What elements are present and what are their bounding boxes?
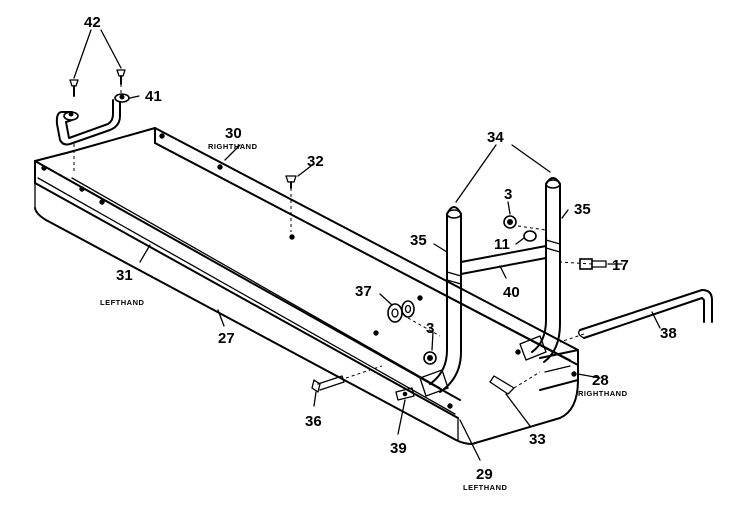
callout-labels: 42 41 30 RIGHTHAND 32 34 3 35 35 11 17 4… (84, 14, 677, 492)
callout-32: 32 (307, 153, 324, 170)
callout-39: 39 (390, 440, 407, 457)
callout-31: 31 (116, 267, 133, 284)
callout-37: 37 (355, 283, 372, 300)
callout-30-note: RIGHTHAND (208, 142, 258, 151)
main-tray-part (34, 127, 579, 445)
callout-35-right: 35 (574, 201, 591, 218)
callout-28-note: RIGHTHAND (578, 389, 628, 398)
callout-27: 27 (218, 330, 235, 347)
callout-29-note: LEFTHAND (463, 483, 507, 492)
hardware-parts (285, 175, 713, 401)
callout-40: 40 (503, 284, 520, 301)
callout-41: 41 (145, 88, 162, 105)
screw-part-42 (69, 69, 126, 97)
callout-17: 17 (612, 257, 629, 274)
callout-3-top: 3 (504, 186, 512, 203)
callout-34: 34 (487, 129, 504, 146)
tall-handle-part (419, 177, 561, 397)
callout-33: 33 (529, 431, 546, 448)
callout-36: 36 (305, 413, 322, 430)
callout-29: 29 (476, 466, 493, 483)
callout-38: 38 (660, 325, 677, 342)
callout-42: 42 (84, 14, 101, 31)
callout-11: 11 (494, 236, 510, 253)
callout-30: 30 (225, 125, 242, 142)
callout-31-note: LEFTHAND (100, 298, 144, 307)
callout-3-lower: 3 (426, 320, 434, 337)
small-handle-part (55, 93, 130, 146)
callout-35-left: 35 (410, 232, 427, 249)
callout-28: 28 (592, 372, 609, 389)
leader-lines (73, 29, 661, 461)
